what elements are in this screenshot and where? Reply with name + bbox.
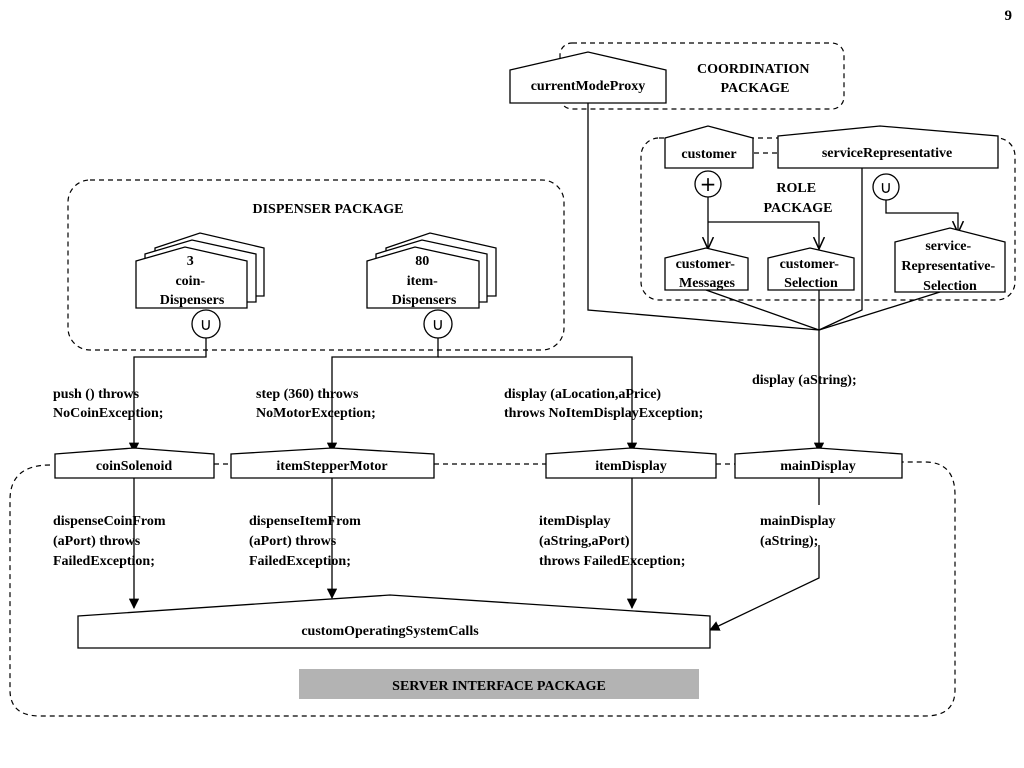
service-rep-selection-link <box>818 291 941 331</box>
dispense-coin-message-label: dispenseCoinFrom (aPort) throws FailedEx… <box>53 514 169 569</box>
current-mode-proxy-object <box>509 51 667 104</box>
custom-os-calls-label: customOperatingSystemCalls <box>301 624 479 639</box>
role-package-boundary <box>640 137 1016 301</box>
custom-os-calls-object <box>77 594 711 649</box>
customer-messages-label: customer- Messages <box>676 257 739 291</box>
item-dispensers-label: 80 item- Dispensers <box>392 254 457 308</box>
customer-selection-label: customer- Selection <box>780 257 843 291</box>
display-string-message-label: display (aString); <box>752 373 857 388</box>
display-location-message-label: display (aLocation,aPrice) throws NoItem… <box>504 387 703 421</box>
service-rep-union-icon: ∪ <box>872 173 900 201</box>
item-display-call-message-label: itemDisplay (aString,aPort) throws Faile… <box>539 514 685 569</box>
customer-to-selection-arrow <box>708 221 819 249</box>
dispenser-package-boundary <box>67 179 565 351</box>
customer-selection-object <box>767 247 855 291</box>
coin-solenoid-label: coinSolenoid <box>96 459 172 474</box>
customer-object <box>664 125 754 169</box>
svg-text:+: + <box>700 172 717 196</box>
coin-dispensers-union-icon: ∪ <box>191 309 221 339</box>
item-dispensers-union-icon: ∪ <box>423 309 453 339</box>
coin-dispensers-object <box>135 232 265 309</box>
server-interface-package-label: SERVER INTERFACE PACKAGE <box>392 679 606 694</box>
item-dispensers-step-arrow <box>326 338 439 454</box>
svg-text:∪: ∪ <box>880 178 892 198</box>
coin-dispensers-label: 3 coin- Dispensers <box>160 254 225 308</box>
service-rep-selection-label: service- Representative- Selection <box>901 239 998 294</box>
svg-text:∪: ∪ <box>432 315 444 335</box>
main-display-label: mainDisplay <box>780 459 855 474</box>
customer-messages-object <box>664 247 749 291</box>
server-interface-label-box <box>299 669 699 699</box>
item-stepper-motor-label: itemStepperMotor <box>276 459 387 474</box>
service-rep-selection-object <box>894 227 1006 293</box>
current-mode-proxy-label: currentModeProxy <box>531 79 646 94</box>
customer-plus-icon: + <box>694 170 722 198</box>
item-dispensers-display-arrow <box>438 356 638 454</box>
service-representative-label: serviceRepresentative <box>822 146 952 161</box>
step-message-label: step (360) throws NoMotorException; <box>256 387 376 421</box>
item-stepper-motor-object <box>230 447 435 479</box>
coin-dispensers-push-arrow <box>128 338 207 454</box>
item-display-label: itemDisplay <box>595 459 667 474</box>
coordination-package-label: COORDINATION PACKAGE <box>697 62 813 96</box>
push-message-label: push () throws NoCoinException; <box>53 387 163 421</box>
dispenser-package-label: DISPENSER PACKAGE <box>252 202 403 217</box>
item-display-object <box>545 447 717 479</box>
page-number: 9 <box>1005 8 1013 24</box>
dispense-item-message-label: dispenseItemFrom (aPort) throws FailedEx… <box>249 514 364 569</box>
main-display-object <box>734 447 903 479</box>
service-rep-to-selection-arrow <box>885 200 958 233</box>
coin-solenoid-object <box>54 447 215 479</box>
main-display-call-message-label: mainDisplay (aString); <box>760 514 839 549</box>
service-rep-link <box>818 168 863 331</box>
svg-text:∪: ∪ <box>200 315 212 335</box>
item-dispensers-object <box>366 232 497 309</box>
customer-messages-link <box>705 289 820 331</box>
customer-label: customer <box>681 147 736 162</box>
role-package-label: ROLE PACKAGE <box>764 181 833 216</box>
current-mode-proxy-link <box>587 103 820 331</box>
service-representative-object <box>777 125 999 169</box>
main-display-os-arrow <box>709 545 820 631</box>
server-interface-package-boundary <box>9 461 956 717</box>
